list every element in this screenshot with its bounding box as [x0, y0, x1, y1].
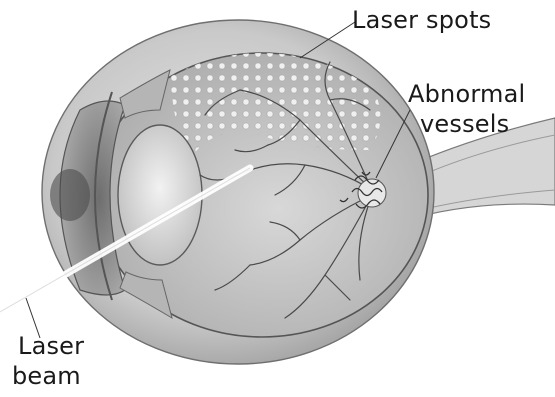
label-abnormal-vessels-line2: vessels — [420, 110, 509, 138]
label-abnormal-vessels-line1: Abnormal — [408, 80, 525, 108]
label-laser-spots: Laser spots — [352, 6, 491, 34]
lens — [118, 125, 202, 265]
pupil — [50, 169, 90, 221]
label-laser-beam-line1: Laser — [18, 332, 84, 360]
label-laser-beam-line2: beam — [12, 362, 81, 390]
